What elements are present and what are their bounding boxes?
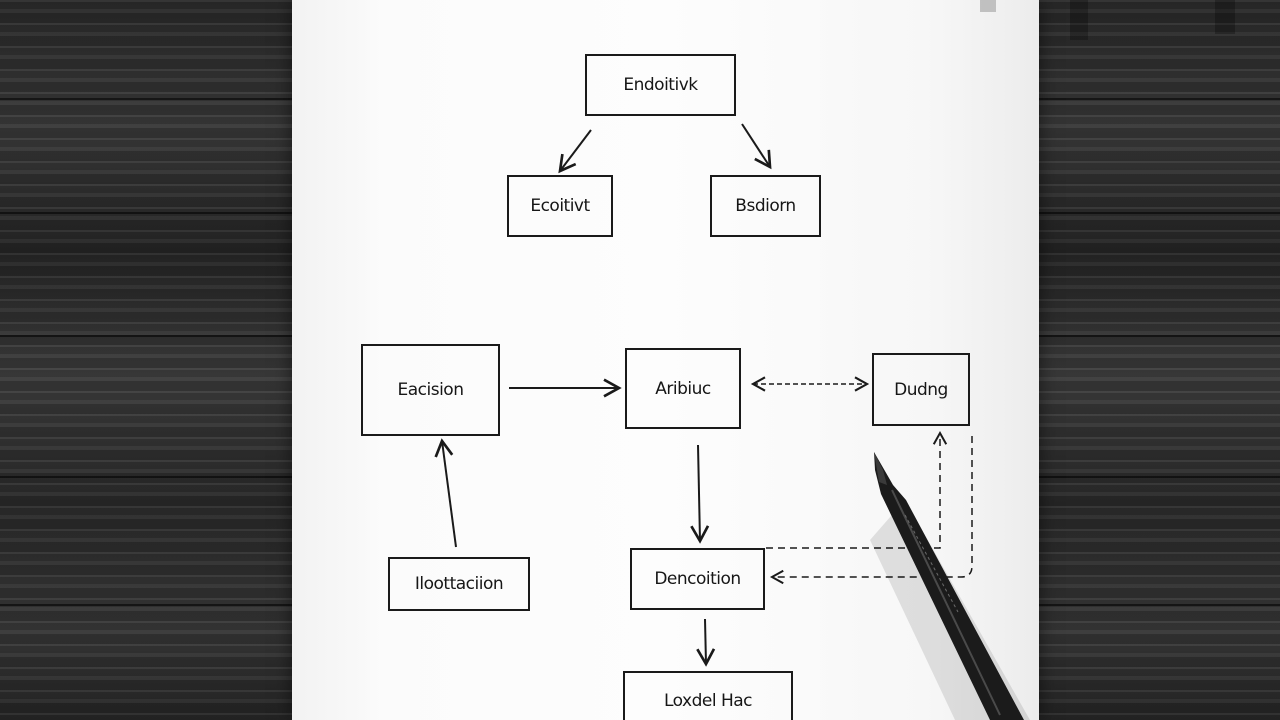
node-top-label: Endoitivk [623, 75, 698, 95]
arrow-bottom-center-to-footer [696, 618, 716, 667]
node-top-left: Ecoitivt [507, 175, 613, 237]
node-middle-center-label: Aribiuc [655, 378, 711, 399]
arrow-bottom-left-to-middle-left [434, 438, 457, 548]
node-footer-label: Loxdel Hac [663, 691, 753, 711]
node-bottom-center-label: Dencoition [654, 569, 741, 589]
node-middle-left: Eacision [361, 344, 500, 436]
arrow-top-to-top-left [558, 129, 592, 174]
arrow-top-to-top-right [741, 123, 772, 170]
dashed-arrow-to-bottom-center [769, 436, 973, 585]
node-middle-right: Dudng [872, 353, 970, 426]
node-top-left-label: Ecoitivt [530, 196, 590, 216]
arrow-center-to-bottom-center [690, 444, 710, 544]
node-middle-center: Aribiuc [625, 348, 741, 429]
node-top: Endoitivk [585, 54, 736, 116]
node-middle-left-label: Eacision [397, 380, 464, 400]
node-bottom-center: Dencoition [630, 548, 765, 610]
node-bottom-left-label: Iloottaciion [414, 574, 504, 594]
node-footer: Loxdel Hac [623, 671, 793, 720]
node-middle-right-label: Dudng [894, 379, 948, 400]
node-top-right-label: Bsdiorn [735, 196, 796, 216]
paper-sheet [292, 0, 1039, 720]
dashed-arrow-to-right-node [766, 430, 948, 549]
node-bottom-left: Iloottaciion [388, 557, 530, 611]
node-top-right: Bsdiorn [710, 175, 821, 237]
